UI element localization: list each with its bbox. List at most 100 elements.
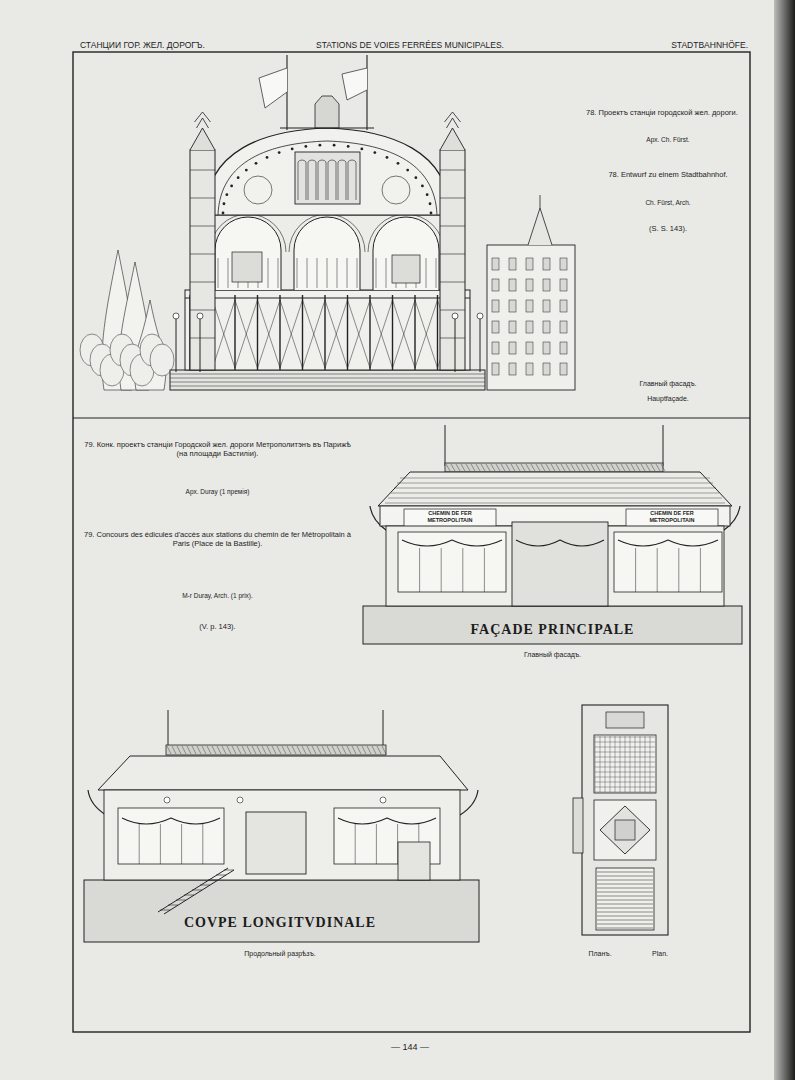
window-mullion <box>355 824 356 864</box>
tower-course <box>190 282 215 283</box>
crest-hatch <box>327 746 331 754</box>
window-bar <box>327 258 328 288</box>
neighbour-window <box>543 258 550 270</box>
window-bar <box>228 258 229 288</box>
crest-hatch <box>227 746 231 754</box>
floor-grid <box>595 772 655 773</box>
arch-ornament-dot <box>360 148 363 151</box>
plan-medallion <box>615 820 635 840</box>
roof-shading <box>385 503 725 504</box>
window-mullion <box>484 548 485 592</box>
stair-tread <box>597 920 653 921</box>
lamp <box>237 797 243 803</box>
crest-hatch <box>536 464 540 471</box>
neighbour-window <box>492 342 499 354</box>
arch-opening <box>215 217 281 290</box>
arch-ornament-dot <box>245 169 248 172</box>
crest-hatch <box>446 464 450 471</box>
crest-hatch <box>332 746 336 754</box>
crest-hatch <box>337 746 341 754</box>
crest-hatch <box>526 464 530 471</box>
crest-hatch <box>626 464 630 471</box>
window-mullion <box>657 548 658 592</box>
arch-ornament-dot <box>421 185 424 188</box>
crest-hatch <box>367 746 371 754</box>
column <box>437 295 438 370</box>
crest-hatch <box>461 464 465 471</box>
lamp-post <box>455 318 456 372</box>
window-mullion <box>419 548 420 592</box>
plan-kiosk <box>594 735 656 793</box>
tower-course <box>440 226 465 227</box>
arch-ornament-dot <box>347 145 350 148</box>
neighbour-window <box>560 300 567 312</box>
crest-hatch <box>486 464 490 471</box>
finial-statue <box>195 112 211 128</box>
brace <box>258 300 281 368</box>
crest-hatch <box>272 746 276 754</box>
floor-grid <box>595 782 655 783</box>
crest-hatch <box>591 464 595 471</box>
brace <box>325 300 348 368</box>
neighbour-window <box>509 363 516 375</box>
tower-course <box>190 198 215 199</box>
crest-hatch <box>242 746 246 754</box>
spike-finial <box>663 425 664 466</box>
figure-caption: 78. Проектъ станціи городской жел. дорог… <box>586 108 750 117</box>
floor-grid <box>645 736 646 792</box>
crest-hatch <box>182 746 186 754</box>
finial-statue <box>445 112 461 128</box>
crest-hatch <box>566 464 570 471</box>
tower-cap <box>190 128 215 150</box>
tower-course <box>440 338 465 339</box>
crest-hatch <box>207 746 211 754</box>
floor-grid <box>635 736 636 792</box>
arch-ornament-dot <box>426 193 429 196</box>
window-mullion <box>678 548 679 592</box>
stair-step <box>170 382 485 383</box>
tower-course <box>190 310 215 311</box>
crest-hatch <box>541 464 545 471</box>
crest-hatch <box>372 746 376 754</box>
corner-tower <box>190 150 215 370</box>
neighbour-window <box>526 363 533 375</box>
brace <box>370 300 393 368</box>
neighbour-window <box>509 279 516 291</box>
flag <box>342 68 367 100</box>
crest-hatch <box>596 464 600 471</box>
crest-hatch <box>212 746 216 754</box>
neighbour-window <box>526 342 533 354</box>
crest-hatch <box>561 464 565 471</box>
crest-hatch <box>506 464 510 471</box>
crest-hatch <box>352 746 356 754</box>
roof-shading <box>391 493 719 494</box>
roof-shading <box>400 478 710 479</box>
crest-hatch <box>531 464 535 471</box>
tower-course <box>190 226 215 227</box>
window-bar <box>337 258 338 288</box>
crest-hatch <box>521 464 525 471</box>
name-sign <box>626 509 718 528</box>
stair-step <box>184 895 194 896</box>
arch-ornament-dot <box>414 176 417 179</box>
crest-hatch <box>232 746 236 754</box>
crest-hatch <box>641 464 645 471</box>
architect-credit: Арх. Duray (1 премія) <box>80 488 355 496</box>
crest-hatch <box>292 746 296 754</box>
crest-hatch <box>262 746 266 754</box>
arch-ornament-dot <box>429 202 432 205</box>
small-arch <box>308 160 316 200</box>
arch-ornament-dot <box>397 162 400 165</box>
stair-step <box>160 910 170 911</box>
column <box>279 295 280 370</box>
window-bar <box>297 258 298 288</box>
neighbour-spire <box>528 208 552 245</box>
stair-step <box>170 386 485 387</box>
drawing-title: COVPE LONGITVDINALE <box>150 915 410 932</box>
lamp-post <box>176 318 177 372</box>
crest-hatch <box>382 746 386 754</box>
window-bar <box>376 258 377 288</box>
small-arch <box>348 160 356 200</box>
small-arch <box>328 160 336 200</box>
neighbour-window <box>526 279 533 291</box>
